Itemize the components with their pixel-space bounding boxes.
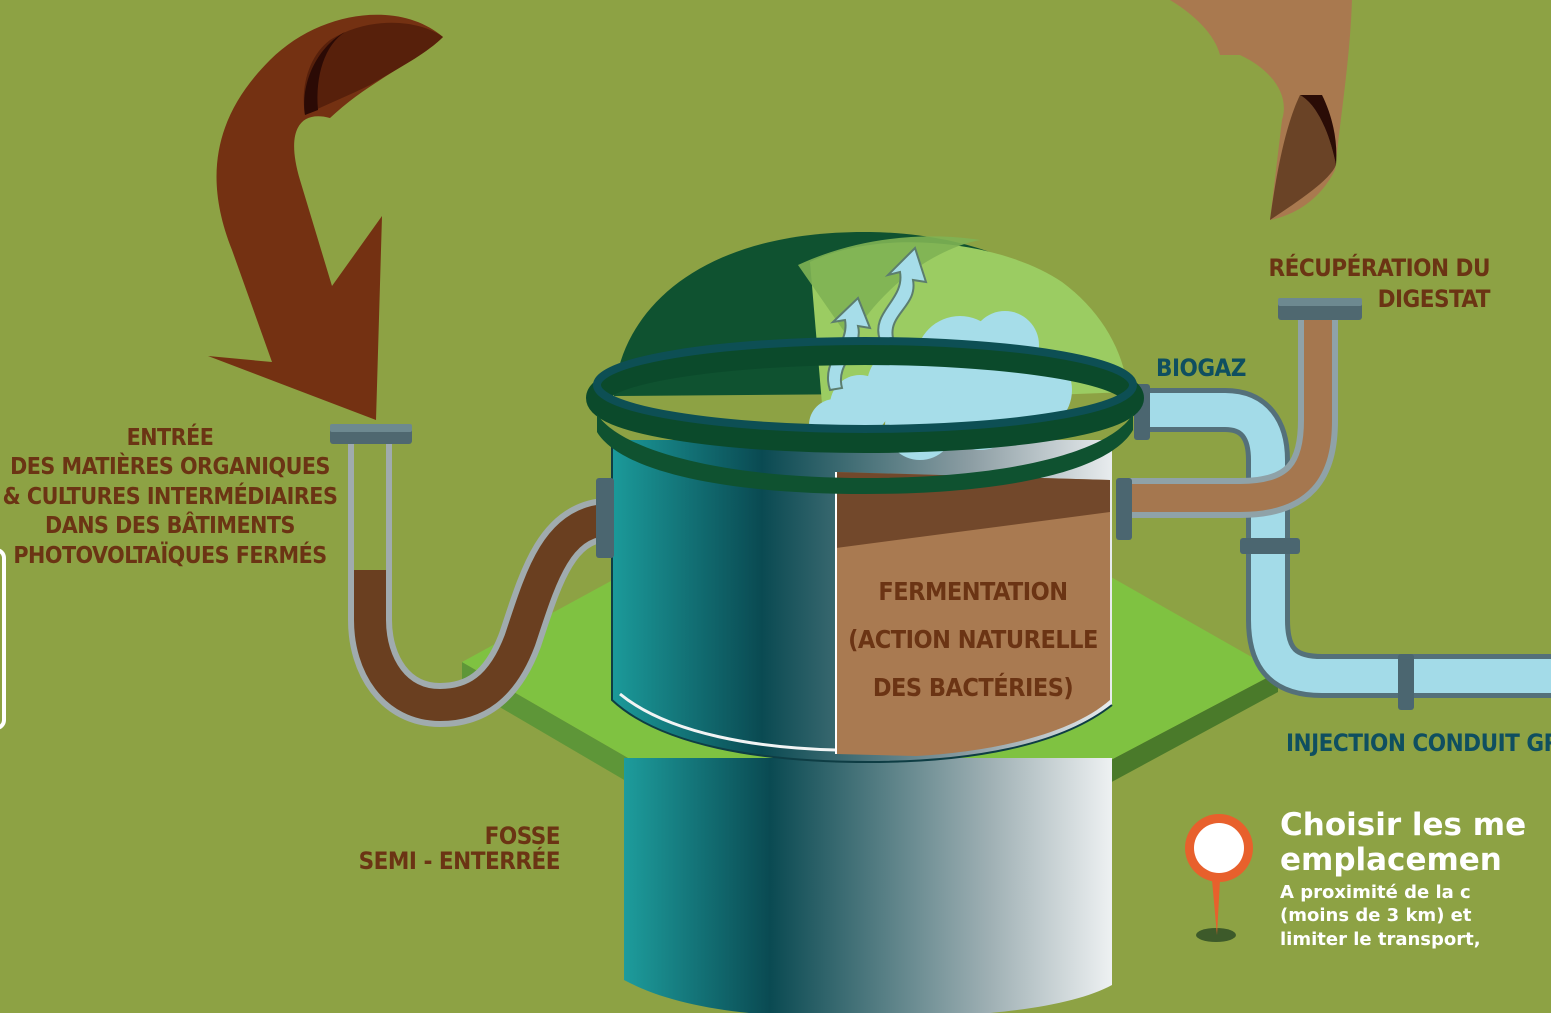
map-pin-icon [1185,814,1253,942]
pipe-flange [1116,478,1132,540]
underground-pit [624,758,1112,1013]
digestate-pipe [1120,310,1338,518]
curved-arrow-up-icon [1170,0,1352,220]
digester-tank [611,440,1113,764]
gas-pipe [1140,388,1551,698]
pit-label: FOSSE SEMI - ENTERRÉE [358,822,561,876]
fermentation-label: FERMENTATION (ACTION NATURELLE DES BACTÉ… [848,577,1098,702]
biogas-label: BIOGAZ [1156,354,1246,382]
pipe-flange [596,478,614,558]
location-info-text: A proximité de la c (moins de 3 km) et l… [1280,882,1481,950]
grid-injection-label: INJECTION CONDUIT GRDF [1286,729,1551,757]
curved-arrow-down-icon [208,14,443,421]
entry-label: ENTRÉE DES MATIÈRES ORGANIQUES & CULTURE… [2,425,338,569]
location-info-box: Choisir les me emplacemen A proximité de… [1280,808,1551,951]
gas-dome [586,231,1144,494]
digestate-recovery-label: RÉCUPÉRATION DU DIGESTAT [1268,254,1491,313]
location-info-title: Choisir les me emplacemen [1280,807,1527,878]
pipe-flange [1398,654,1414,710]
left-frame-edge [0,548,6,730]
pipe-flange [1240,538,1300,554]
inlet-pipe [348,440,608,728]
